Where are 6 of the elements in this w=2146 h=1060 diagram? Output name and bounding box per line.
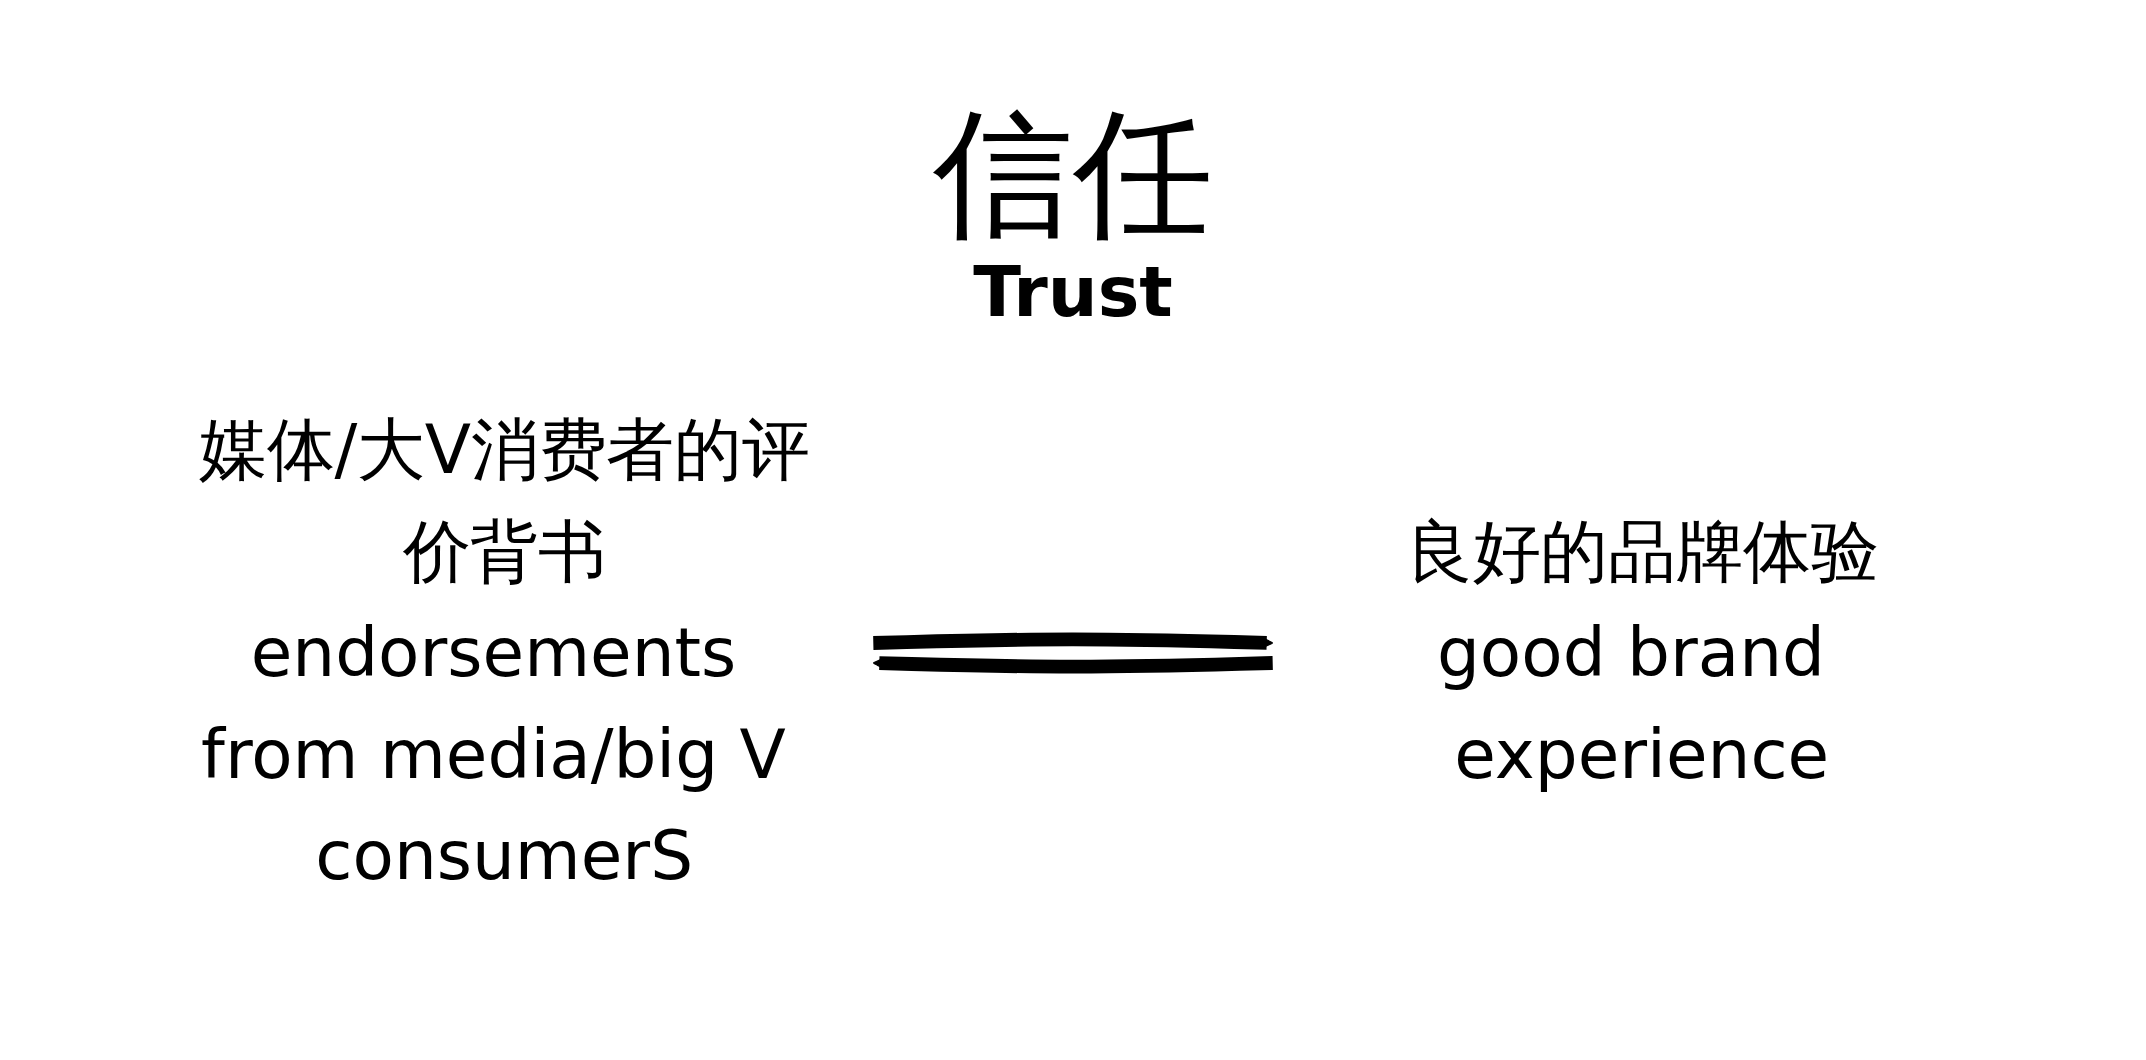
center-subheading: Trust — [973, 251, 1173, 333]
arrow — [872, 656, 1274, 674]
node-text: 良好的品牌体验 good brand experience — [1405, 511, 1879, 793]
arrow — [872, 632, 1274, 650]
center-heading: 信任 — [933, 97, 1213, 251]
node-text: 媒体/大V消费者的评价背书 endorsements from media/big V consumerS — [199, 410, 810, 895]
